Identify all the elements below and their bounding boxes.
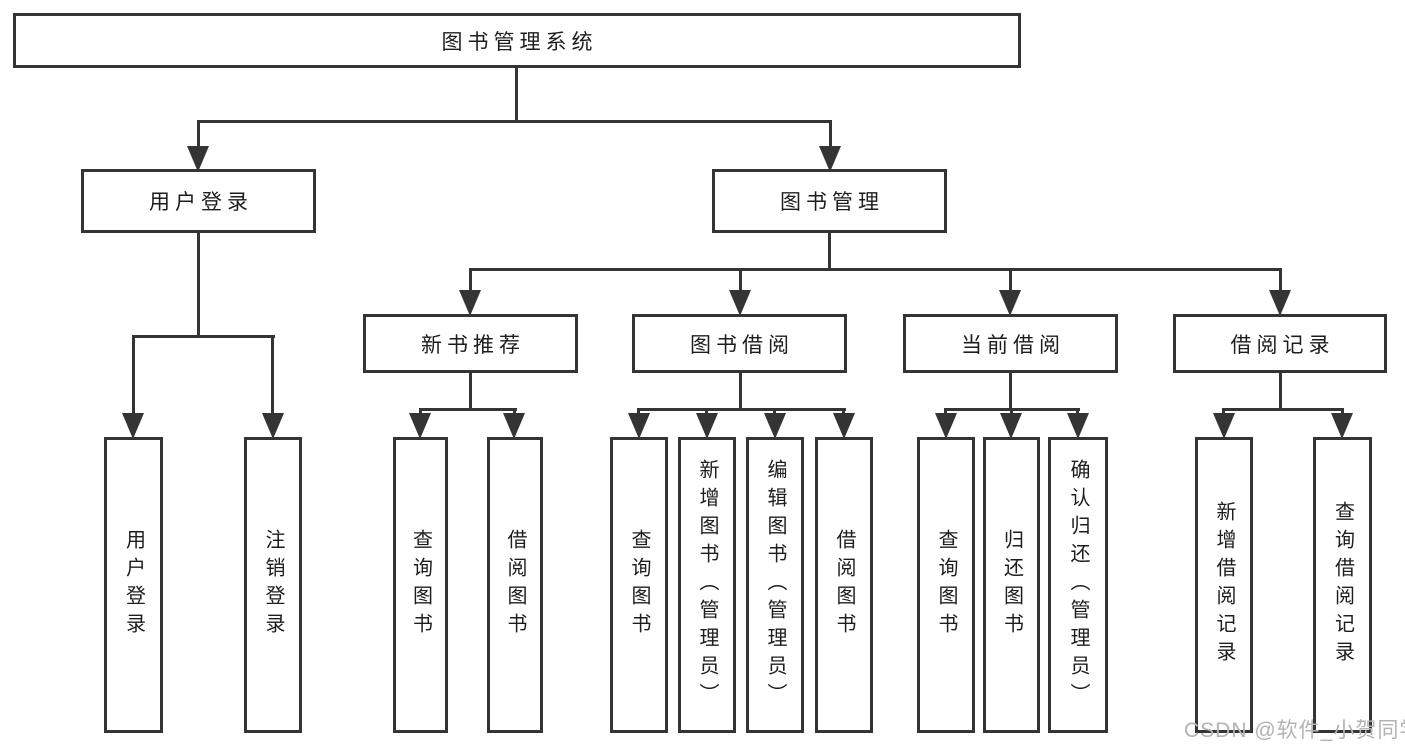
arrow-down-icon <box>935 413 957 439</box>
arrow-down-icon <box>833 413 855 439</box>
connector-line <box>197 233 200 338</box>
node-book-borrowing: 图书借阅 <box>632 314 847 373</box>
node-new-book-recommend: 新书推荐 <box>363 314 578 373</box>
connector-line <box>1009 268 1012 294</box>
connector-line <box>132 335 275 338</box>
connector-line <box>739 268 742 294</box>
connector-line <box>271 335 274 417</box>
leaf-return-book: 归还图书 <box>983 437 1040 733</box>
connector-line <box>419 408 517 411</box>
leaf-edit-book-admin: 编辑图书（管理员） <box>746 437 804 733</box>
arrow-down-icon <box>503 413 525 439</box>
leaf-query-books-current: 查询图书 <box>917 437 975 733</box>
connector-line <box>515 68 518 123</box>
connector-line <box>469 268 1282 271</box>
leaf-query-books-borrow: 查询图书 <box>610 437 668 733</box>
node-user-login: 用户登录 <box>81 169 316 233</box>
connector-line <box>1279 268 1282 294</box>
leaf-add-borrow-record: 新增借阅记录 <box>1195 437 1253 733</box>
leaf-confirm-return-admin: 确认归还（管理员） <box>1048 437 1108 733</box>
leaf-query-books-recommend: 查询图书 <box>393 437 448 733</box>
leaf-logout: 注销登录 <box>244 437 302 733</box>
arrow-down-icon <box>1331 413 1353 439</box>
arrow-down-icon <box>999 290 1021 316</box>
connector-line <box>469 268 472 294</box>
leaf-borrow-books: 借阅图书 <box>815 437 873 733</box>
arrow-down-icon <box>262 413 284 439</box>
connector-line <box>1279 373 1282 411</box>
arrow-down-icon <box>1000 413 1022 439</box>
arrow-down-icon <box>1269 290 1291 316</box>
arrow-down-icon <box>187 146 209 172</box>
arrow-down-icon <box>1213 413 1235 439</box>
connector-line <box>637 408 846 411</box>
node-current-borrowing: 当前借阅 <box>903 314 1118 373</box>
connector-line <box>132 335 135 417</box>
arrow-down-icon <box>122 413 144 439</box>
node-book-management: 图书管理 <box>712 169 947 233</box>
leaf-borrow-books-recommend: 借阅图书 <box>487 437 543 733</box>
connector-line <box>197 120 200 150</box>
leaf-add-book-admin: 新增图书（管理员） <box>678 437 736 733</box>
arrow-down-icon <box>729 290 751 316</box>
leaf-query-borrow-record: 查询借阅记录 <box>1313 437 1372 733</box>
connector-line <box>197 120 832 123</box>
connector-line <box>469 373 472 411</box>
node-library-management-system: 图书管理系统 <box>13 13 1021 68</box>
arrow-down-icon <box>459 290 481 316</box>
connector-line <box>1222 408 1344 411</box>
arrow-down-icon <box>1067 413 1089 439</box>
connector-line <box>1009 373 1012 411</box>
arrow-down-icon <box>696 413 718 439</box>
connector-line <box>739 373 742 411</box>
arrow-down-icon <box>409 413 431 439</box>
arrow-down-icon <box>764 413 786 439</box>
connector-line <box>828 233 831 271</box>
arrow-down-icon <box>628 413 650 439</box>
arrow-down-icon <box>819 146 841 172</box>
node-borrowing-records: 借阅记录 <box>1173 314 1387 373</box>
leaf-user-login: 用户登录 <box>104 437 163 733</box>
connector-line <box>829 120 832 150</box>
csdn-watermark: CSDN @软件_小贺同学 <box>1184 719 1405 742</box>
